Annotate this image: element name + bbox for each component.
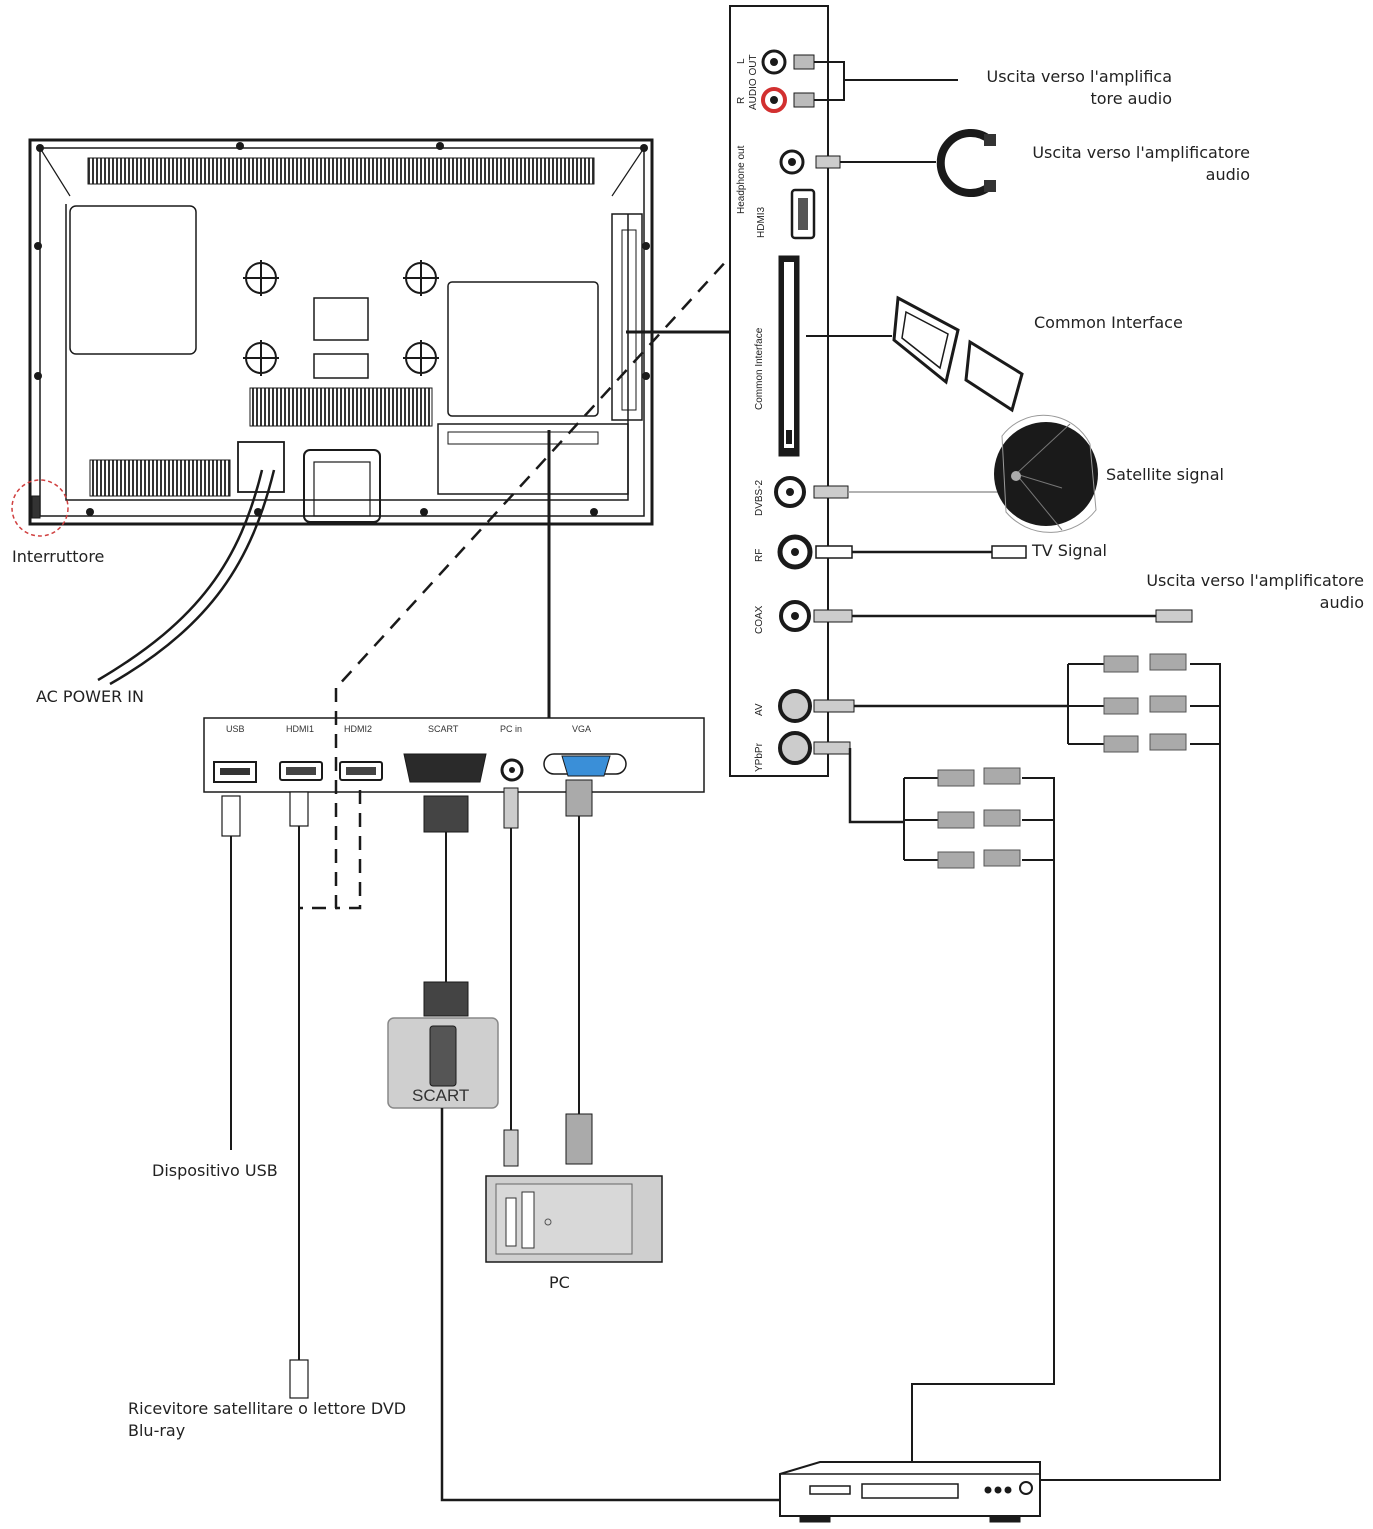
side-cables xyxy=(793,54,1221,1481)
power-cord xyxy=(97,469,276,686)
label-scart-device: SCART xyxy=(412,1086,470,1105)
label-satellite-signal: Satellite signal xyxy=(1106,465,1224,484)
set-top-receiver xyxy=(779,1461,1041,1523)
side-panel xyxy=(729,5,829,777)
bottom-cables xyxy=(221,688,780,1502)
label-line: Blu-ray xyxy=(128,1421,186,1440)
port-label-dvbs2: DVBS-2 xyxy=(754,479,765,516)
port-label-scart: SCART xyxy=(428,724,459,734)
label-interruttore: Interruttore xyxy=(12,547,105,566)
label-coax-amp: Uscita verso l'amplificatore audio xyxy=(1090,570,1364,614)
label-common-interface: Common Interface xyxy=(1034,313,1183,332)
label-audio-out-amp: Uscita verso l'amplifica tore audio xyxy=(920,66,1172,110)
bottom-panel xyxy=(203,717,705,793)
port-label-headphone-out: Headphone out xyxy=(736,145,747,214)
tv-back xyxy=(28,138,654,526)
port-label-hdmi2: HDMI2 xyxy=(344,724,373,734)
satellite-dish xyxy=(994,414,1098,533)
port-label-pc-in: PC in xyxy=(500,724,523,734)
port-label-rf: RF xyxy=(754,548,765,562)
label-usb-device: Dispositivo USB xyxy=(152,1161,278,1180)
label-line: Ricevitore satellitare o lettore DVD xyxy=(128,1399,407,1418)
port-label-common-interface: Common Interface xyxy=(754,327,765,410)
label-line: Uscita verso l'amplificatore xyxy=(1032,143,1250,162)
port-label-vga: VGA xyxy=(572,724,592,734)
port-label-av: AV xyxy=(754,703,765,716)
label-headphone-amp: Uscita verso l'amplificatore audio xyxy=(980,142,1250,186)
label-line: audio xyxy=(1205,165,1250,184)
port-label-audio-out: AUDIO OUT xyxy=(748,54,759,110)
dashed-callout-line xyxy=(335,245,741,689)
label-line: Uscita verso l'amplificatore xyxy=(1146,571,1364,590)
label-line: Uscita verso l'amplifica xyxy=(986,67,1172,86)
port-label-coax: COAX xyxy=(754,605,765,634)
port-label-r: R xyxy=(736,96,747,104)
label-receiver: Ricevitore satellitare o lettore DVD Blu… xyxy=(128,1398,406,1442)
label-line: audio xyxy=(1319,593,1364,612)
port-label-usb: USB xyxy=(226,724,245,734)
port-label-hdmi3: HDMI3 xyxy=(756,206,767,238)
label-pc: PC xyxy=(549,1273,570,1292)
label-tv-signal: TV Signal xyxy=(1032,541,1107,560)
label-line: tore audio xyxy=(1090,89,1172,108)
port-label-ypbpr: YPbPr xyxy=(754,743,765,772)
rca-plug-group xyxy=(937,653,1187,869)
label-ac-power-in: AC POWER IN xyxy=(36,687,144,706)
port-label-l: L xyxy=(736,58,747,64)
power-switch-marker xyxy=(11,479,69,537)
port-label-hdmi1: HDMI1 xyxy=(286,724,315,734)
